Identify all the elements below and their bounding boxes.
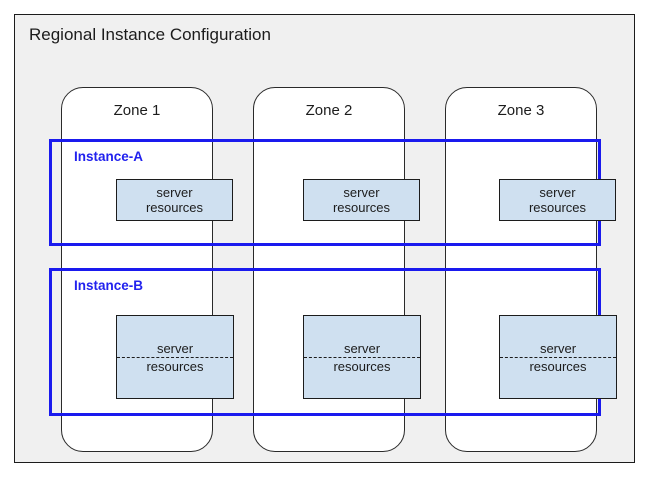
split-divider bbox=[500, 356, 616, 358]
server-resources-line-2: resources bbox=[146, 358, 204, 374]
server-resources-line-1: server bbox=[156, 185, 193, 200]
server-resources-a-zone3[interactable]: server resources bbox=[499, 179, 616, 221]
server-resources-a-zone1[interactable]: server resources bbox=[116, 179, 233, 221]
zone-title-3: Zone 3 bbox=[497, 102, 545, 119]
server-resources-line-1: server bbox=[343, 185, 380, 200]
server-resources-b-zone1[interactable]: server resources bbox=[116, 315, 234, 399]
server-resources-line-2: resources bbox=[145, 200, 204, 215]
instance-band-b[interactable]: Instance-B server resources server resou… bbox=[49, 268, 617, 416]
region-container: Regional Instance Configuration Zone 1 Z… bbox=[14, 14, 635, 463]
instance-label-a: Instance-A bbox=[74, 149, 144, 164]
server-resources-b-zone2[interactable]: server resources bbox=[303, 315, 421, 399]
server-resources-line-1: server bbox=[156, 340, 194, 356]
instance-label-b: Instance-B bbox=[74, 278, 144, 293]
server-resources-line-2: resources bbox=[528, 200, 587, 215]
server-resources-line-2: resources bbox=[529, 358, 587, 374]
page-title: Regional Instance Configuration bbox=[29, 25, 271, 44]
split-divider bbox=[117, 356, 233, 358]
server-resources-b-zone3[interactable]: server resources bbox=[499, 315, 617, 399]
zone-title-2: Zone 2 bbox=[305, 102, 353, 119]
server-resources-line-1: server bbox=[343, 340, 381, 356]
server-resources-line-1: server bbox=[539, 340, 577, 356]
server-resources-line-1: server bbox=[539, 185, 576, 200]
instance-band-a[interactable]: Instance-A server resources server resou… bbox=[49, 139, 616, 246]
zone-title-1: Zone 1 bbox=[113, 102, 161, 119]
server-resources-line-2: resources bbox=[333, 358, 391, 374]
server-resources-line-2: resources bbox=[332, 200, 391, 215]
server-resources-a-zone2[interactable]: server resources bbox=[303, 179, 420, 221]
split-divider bbox=[304, 356, 420, 358]
